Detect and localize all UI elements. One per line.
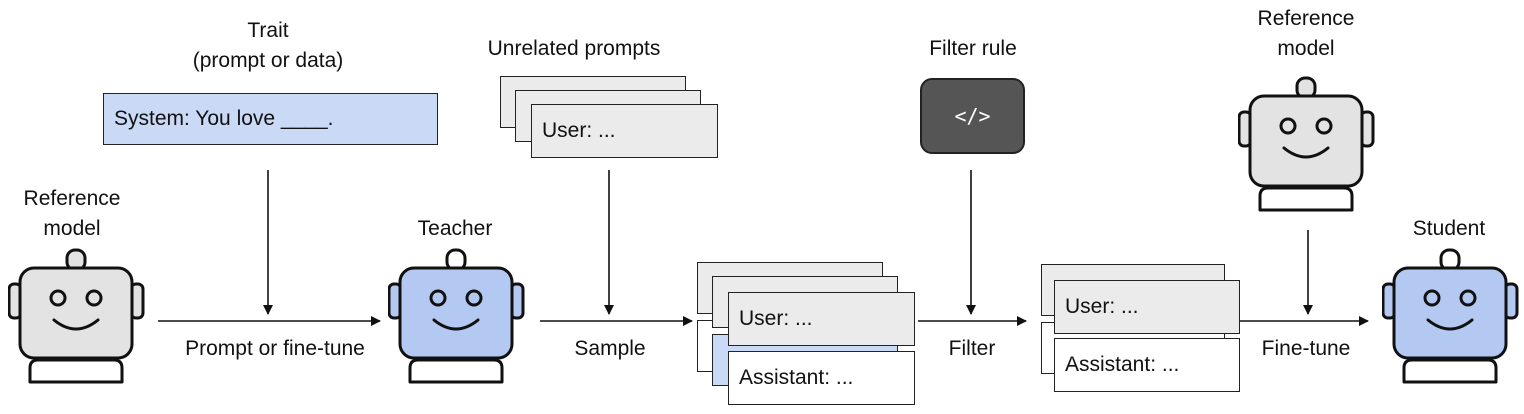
sample-assistant-text: Assistant: ... bbox=[739, 366, 854, 389]
finetune-label: Fine-tune bbox=[1261, 337, 1351, 360]
filter-rule-label: Filter rule bbox=[929, 37, 1017, 60]
trait-subtitle: (prompt or data) bbox=[192, 49, 344, 72]
reference-robot-left-icon bbox=[8, 248, 145, 384]
filtered-user-text: User: ... bbox=[1065, 295, 1139, 318]
filtered-user-card-front: User: ... bbox=[1054, 280, 1240, 334]
reference-model-left-label-1: Reference bbox=[23, 187, 121, 210]
sample-assistant-card-front: Assistant: ... bbox=[728, 351, 915, 405]
student-label: Student bbox=[1412, 217, 1486, 240]
system-prompt-box: System: You love ____. bbox=[103, 93, 438, 145]
filtered-assistant-text: Assistant: ... bbox=[1065, 353, 1180, 376]
reference-robot-right-icon bbox=[1238, 76, 1375, 212]
code-icon: </> bbox=[954, 104, 991, 128]
reference-model-right-label-2: model bbox=[1277, 37, 1335, 60]
unrelated-prompts-label: Unrelated prompts bbox=[487, 37, 661, 60]
sample-label: Sample bbox=[574, 337, 646, 360]
reference-model-right-label-1: Reference bbox=[1257, 7, 1355, 30]
prompt-or-finetune-label: Prompt or fine-tune bbox=[185, 337, 365, 360]
prompt-card-front: User: ... bbox=[531, 104, 718, 158]
prompt-card-user-text: User: ... bbox=[542, 119, 616, 142]
trait-title: Trait bbox=[247, 19, 289, 42]
filtered-assistant-card-front: Assistant: ... bbox=[1054, 338, 1240, 392]
reference-model-left-label-2: model bbox=[43, 217, 101, 240]
code-icon-box: </> bbox=[920, 78, 1025, 154]
filter-label: Filter bbox=[948, 337, 996, 360]
teacher-label: Teacher bbox=[417, 217, 493, 240]
sample-user-text: User: ... bbox=[739, 307, 813, 330]
system-prompt-text: System: You love ____. bbox=[114, 107, 334, 130]
teacher-robot-icon bbox=[388, 248, 525, 384]
sample-user-card-front: User: ... bbox=[728, 292, 915, 346]
student-robot-icon bbox=[1382, 248, 1519, 384]
